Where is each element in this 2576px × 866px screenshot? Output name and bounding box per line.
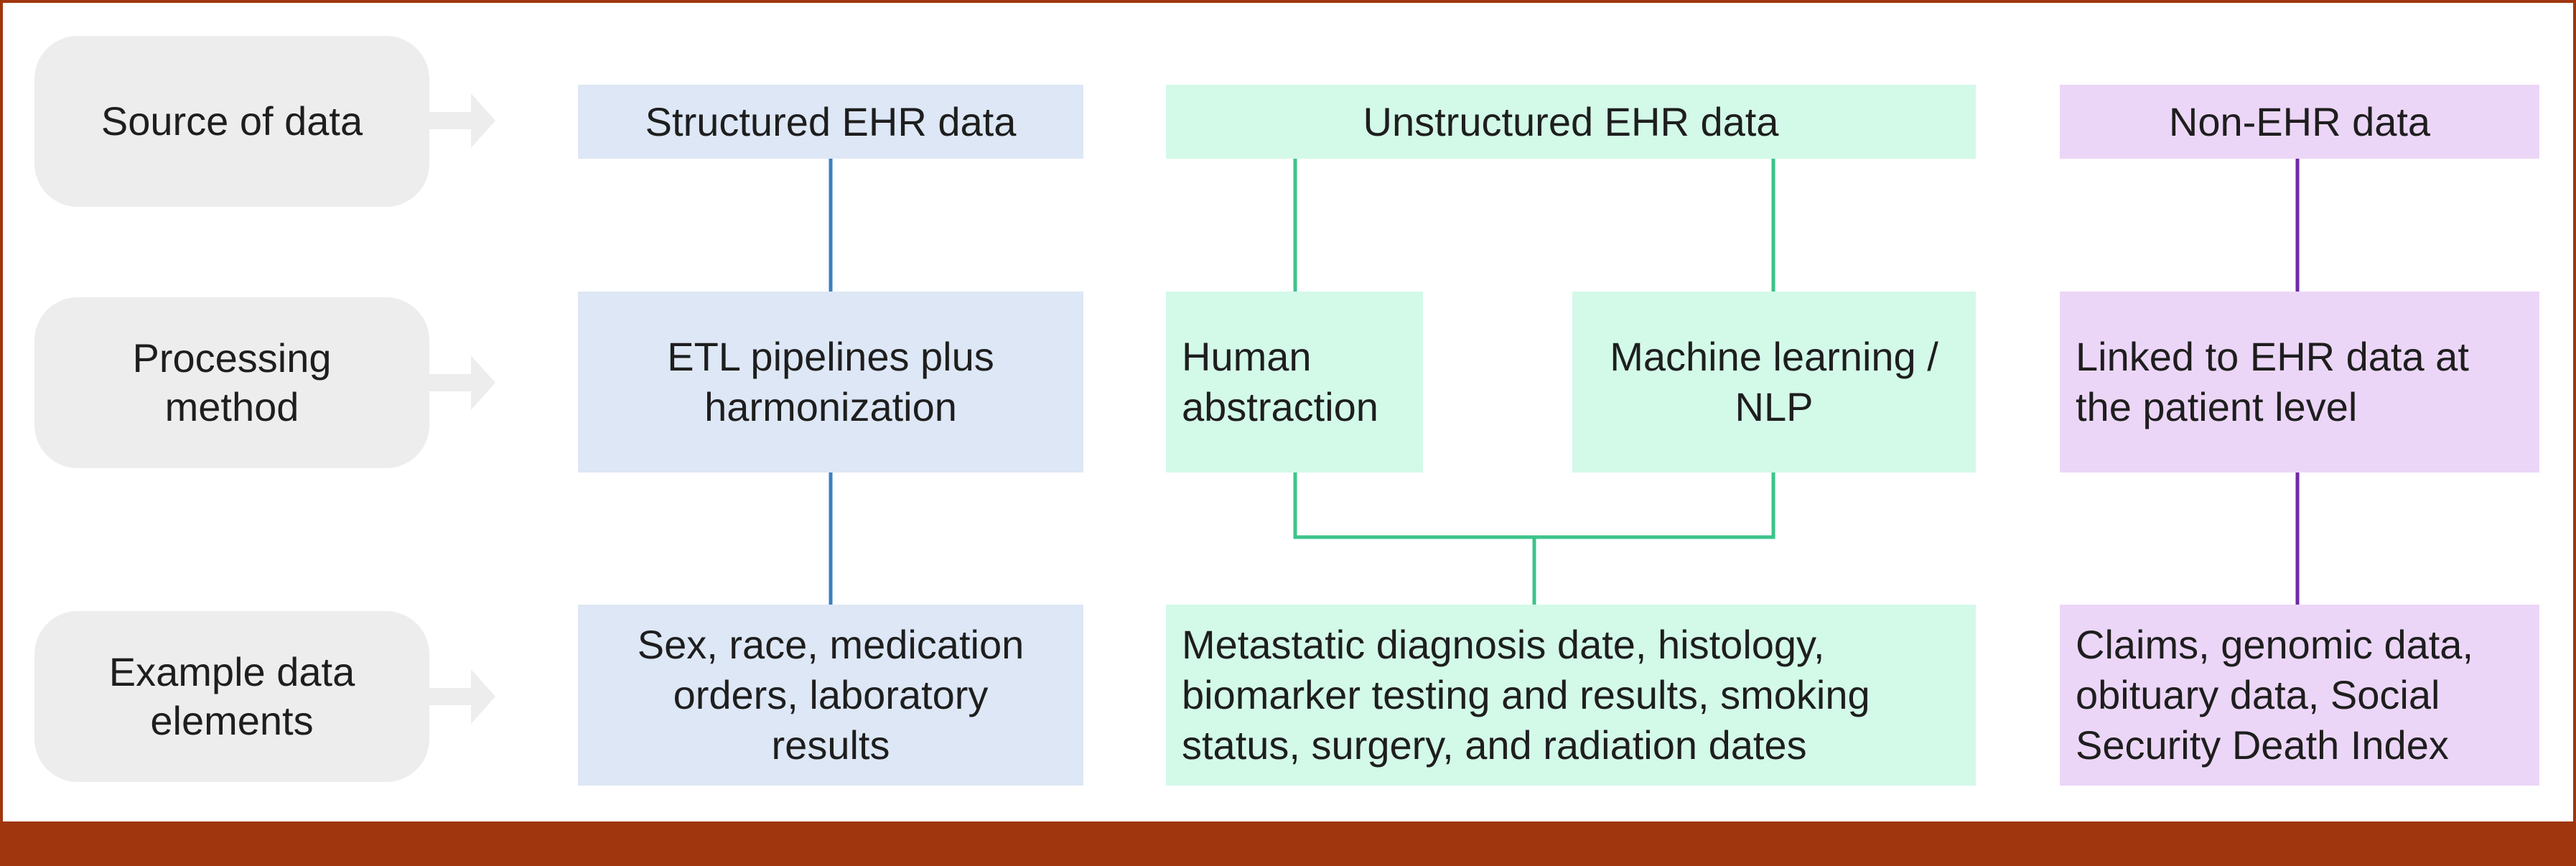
non-ehr-processing: Linked to EHR data at the patient level	[2060, 292, 2539, 472]
unstructured-examples: Metastatic diagnosis date, histology, bi…	[1166, 605, 1976, 786]
arrow-right-icon	[429, 669, 495, 724]
row-label-source: Source of data	[34, 36, 429, 207]
row-label-examples: Example data elements	[34, 611, 429, 782]
unstructured-examples-text: Metastatic diagnosis date, histology, bi…	[1182, 622, 1870, 768]
non-ehr-examples: Claims, genomic data, obituary data, Soc…	[2060, 605, 2539, 786]
structured-header-text: Structured EHR data	[645, 98, 1017, 144]
human-abstraction-box: Human abstraction	[1166, 292, 1423, 472]
machine-learning-box: Machine learning / NLP	[1572, 292, 1976, 472]
unstructured-merge-connector	[1293, 472, 1775, 539]
arrow-right-icon	[429, 355, 495, 410]
structured-examples-text: Sex, race, medication orders, laboratory…	[637, 622, 1025, 768]
footer-band	[0, 821, 2576, 866]
non-ehr-examples-text: Claims, genomic data, obituary data, Soc…	[2076, 622, 2474, 768]
row-label-source-text: Source of data	[101, 98, 363, 144]
structured-processing: ETL pipelines plus harmonization	[578, 292, 1083, 472]
machine-learning-text: Machine learning / NLP	[1610, 334, 1938, 429]
non-ehr-header: Non-EHR data	[2060, 85, 2539, 159]
structured-header: Structured EHR data	[578, 85, 1083, 159]
structured-examples: Sex, race, medication orders, laboratory…	[578, 605, 1083, 786]
human-abstraction-text: Human abstraction	[1182, 334, 1378, 429]
unstructured-header-text: Unstructured EHR data	[1363, 98, 1779, 144]
row-label-processing: Processing method	[34, 297, 429, 468]
non-ehr-processing-text: Linked to EHR data at the patient level	[2076, 334, 2469, 429]
row-label-examples-text: Example data elements	[108, 649, 355, 743]
non-ehr-header-text: Non-EHR data	[2168, 98, 2431, 144]
structured-processing-text: ETL pipelines plus harmonization	[667, 334, 994, 429]
row-label-processing-text: Processing method	[132, 335, 332, 429]
arrow-right-icon	[429, 93, 495, 148]
unstructured-header: Unstructured EHR data	[1166, 85, 1976, 159]
